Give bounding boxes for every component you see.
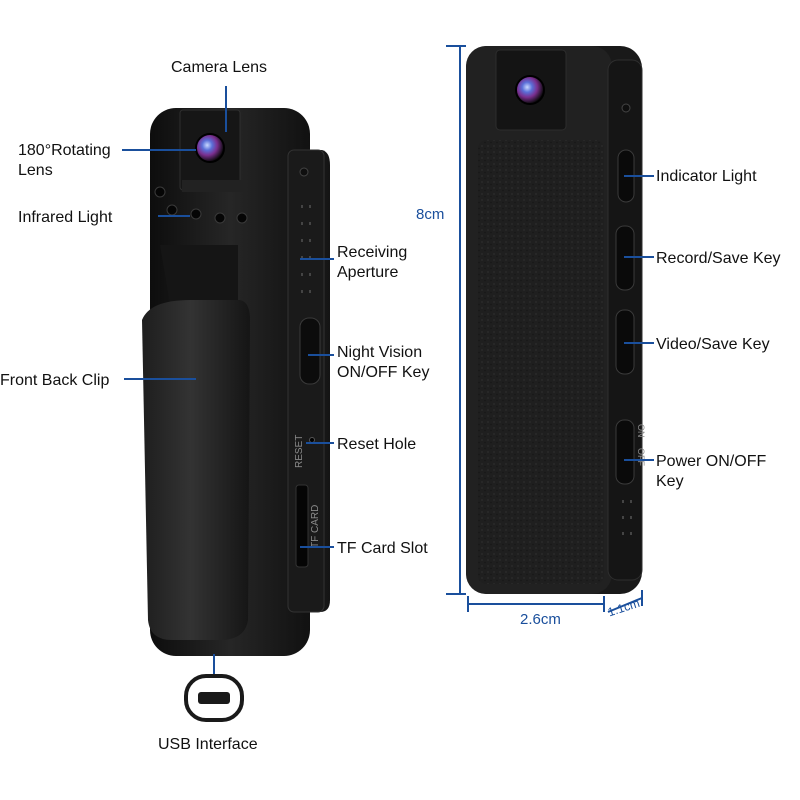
lens-hinge	[182, 180, 244, 192]
label-rotating-lens-line1: 180°Rotating	[18, 142, 111, 159]
dimension-height: 8cm	[416, 206, 445, 223]
clip-base	[160, 245, 238, 305]
label-power-key-line2: Key	[656, 473, 684, 490]
label-reset-hole: Reset Hole	[337, 436, 417, 453]
label-video-save-key: Video/Save Key	[656, 336, 770, 353]
leader-lines	[122, 86, 654, 548]
reset-hole-icon	[309, 437, 315, 443]
tf-card-marking: TF CARD	[310, 505, 321, 548]
camera-lens-icon	[195, 133, 225, 163]
label-front-back-clip: Front Back Clip	[0, 372, 110, 389]
usb-port-icon	[184, 674, 244, 722]
tf-card-slot	[295, 484, 309, 568]
label-record-save-key: Record/Save Key	[656, 250, 781, 267]
on-marking: ON	[636, 424, 646, 438]
label-power-key-line1: Power ON/OFF	[656, 453, 767, 470]
reset-marking: RESET	[294, 435, 305, 468]
label-receiving-aperture-line1: Receiving	[337, 244, 408, 261]
label-night-vision-line2: ON/OFF Key	[337, 364, 430, 381]
leather-panel	[478, 140, 604, 584]
label-receiving-aperture-line2: Aperture	[337, 264, 399, 281]
label-indicator-light: Indicator Light	[656, 168, 757, 185]
left-device: RESET TF CARD	[142, 108, 330, 676]
label-tf-card-slot: TF Card Slot	[337, 540, 428, 557]
label-infrared-light: Infrared Light	[18, 209, 113, 226]
label-usb-interface: USB Interface	[158, 736, 258, 753]
camera-lens-right-icon	[515, 75, 545, 105]
label-camera-lens: Camera Lens	[171, 59, 268, 76]
side-screw-icon	[299, 167, 309, 177]
off-marking: OFF	[636, 448, 646, 466]
power-switch	[615, 419, 635, 485]
infrared-leds	[154, 186, 248, 224]
right-device: ON OFF	[466, 46, 646, 594]
night-vision-switch	[299, 317, 321, 385]
screw-right-icon	[621, 103, 631, 113]
receiving-aperture-holes	[301, 205, 311, 293]
back-clip	[142, 300, 250, 640]
dimension-width: 2.6cm	[520, 611, 561, 628]
label-rotating-lens-line2: Lens	[18, 162, 53, 179]
label-night-vision-line1: Night Vision	[337, 344, 423, 361]
dimension-lines	[446, 45, 643, 613]
right-vent-holes	[622, 500, 632, 535]
